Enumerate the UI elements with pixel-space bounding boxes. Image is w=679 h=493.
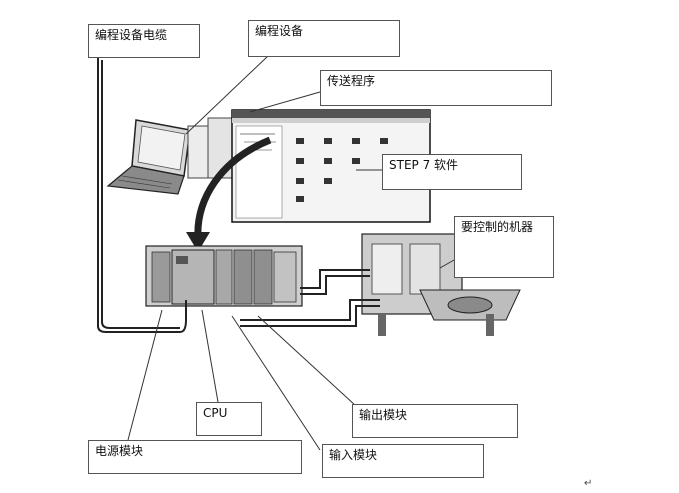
cables	[97, 58, 380, 333]
label-programming-cable: 编程设备电缆	[88, 24, 200, 58]
label-programming-device: 编程设备	[248, 20, 400, 57]
laptop-illustration	[106, 119, 191, 195]
label-output-module: 输出模块	[352, 404, 518, 438]
label-power-module: 电源模块	[88, 440, 302, 474]
transfer-arrow	[194, 136, 272, 239]
label-input-module: 输入模块	[322, 444, 484, 478]
label-step7-software: STEP 7 软件	[382, 154, 522, 190]
label-transfer-program: 传送程序	[320, 70, 552, 106]
paragraph-mark: ↵	[584, 478, 593, 489]
plc-rack	[145, 245, 303, 307]
label-controlled-machine: 要控制的机器	[454, 216, 554, 278]
leader-lines	[127, 55, 455, 451]
label-cpu: CPU	[196, 402, 262, 436]
